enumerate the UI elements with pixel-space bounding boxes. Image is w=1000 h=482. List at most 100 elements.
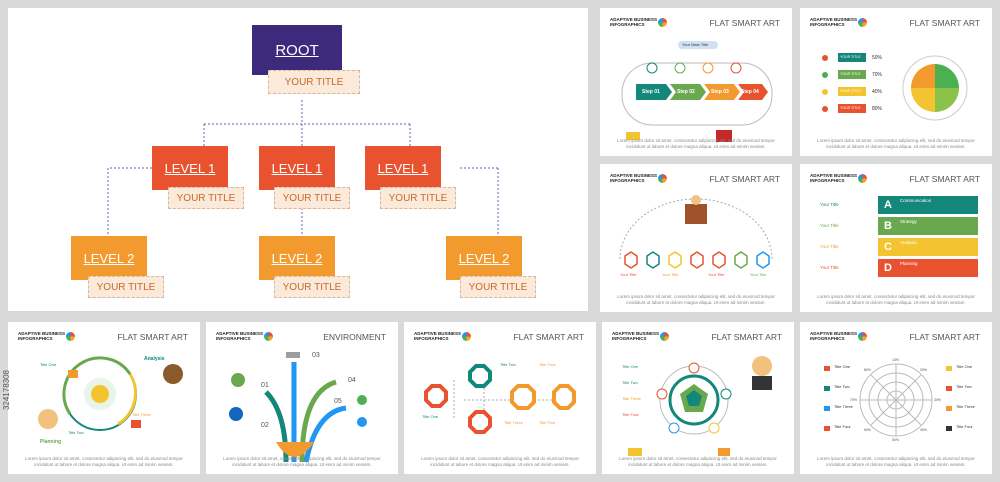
env-number: 01 [261, 382, 269, 389]
level2-title[interactable]: YOUR TITLE [274, 276, 350, 298]
slide-footer: Lorem ipsum dolor sit amet, consectetur … [25, 456, 183, 467]
slide-title: FLAT SMART ART [709, 174, 780, 184]
env-number: 04 [348, 377, 356, 384]
logo-line2: INFOGRAPHICS [810, 178, 845, 183]
item-title: YOUR TITLE [840, 106, 861, 110]
level1-node-2[interactable]: LEVEL 1 [259, 146, 335, 190]
level2-node-3[interactable]: LEVEL 2 [446, 236, 522, 280]
item-title: YOUR TITLE [840, 72, 861, 76]
letter: D [884, 262, 892, 274]
octagon-diagram [424, 364, 576, 434]
logo-icon [858, 174, 867, 183]
list-row-a [878, 196, 978, 214]
pentagon-label: Title Two [622, 380, 638, 385]
logo-line2: INFOGRAPHICS [216, 336, 251, 341]
pentagon-diagram [628, 356, 772, 456]
polar-label: Title Three [956, 404, 975, 409]
polar-percent: 20% [920, 368, 928, 372]
item-title: Your Title [820, 202, 839, 207]
level1-label: LEVEL 1 [164, 160, 216, 176]
slide-footer: Lorem ipsum dolor sit amet, consectetur … [817, 294, 975, 305]
slide-title: ENVIRONMENT [323, 332, 386, 342]
item-title: Your Title [820, 265, 839, 270]
env-number: 03 [312, 352, 320, 359]
polar-percent: 10% [892, 358, 900, 362]
level1-label: LEVEL 1 [271, 160, 323, 176]
level2-label: LEVEL 2 [271, 250, 323, 266]
level2-title[interactable]: YOUR TITLE [460, 276, 536, 298]
connector-lines [107, 100, 499, 238]
cycle-label: Title Two [68, 430, 84, 435]
slide-title: FLAT SMART ART [117, 332, 188, 342]
level2-node-2[interactable]: LEVEL 2 [259, 236, 335, 280]
polar-label: Title Two [834, 384, 850, 389]
logo-line2: INFOGRAPHICS [810, 22, 845, 27]
logo-line2: INFOGRAPHICS [610, 178, 645, 183]
step-label: Step 04 [741, 89, 759, 95]
level1-node-3[interactable]: LEVEL 1 [365, 146, 441, 190]
octagon-label: Title Four [539, 362, 556, 367]
logo-line2: INFOGRAPHICS [610, 22, 645, 27]
logo-icon [658, 174, 667, 183]
cycle-label: Title One [40, 362, 57, 367]
polar-label: Title Three [834, 404, 853, 409]
item-title: Your Title [820, 244, 839, 249]
polar-chart [824, 363, 952, 437]
logo-line2: INFOGRAPHICS [414, 336, 449, 341]
logo-line1: ADAPTIVE BUSINESS [810, 173, 858, 178]
root-title[interactable]: YOUR TITLE [268, 70, 360, 94]
radar-chart [822, 53, 968, 121]
logo-line2: INFOGRAPHICS [612, 336, 647, 341]
slide-footer: Lorem ipsum dolor sit amet, consectetur … [223, 456, 381, 467]
level1-node-1[interactable]: LEVEL 1 [152, 146, 228, 190]
env-number: 05 [334, 398, 342, 405]
logo-icon [66, 332, 75, 341]
root-node[interactable]: ROOT [252, 25, 342, 75]
cycle-diagram [38, 356, 183, 431]
logo-line1: ADAPTIVE BUSINESS [612, 331, 660, 336]
logo-line2: INFOGRAPHICS [18, 336, 53, 341]
step-label: Step 02 [677, 89, 695, 95]
list-item-label: Analysis [900, 240, 917, 245]
logo-line2: INFOGRAPHICS [810, 336, 845, 341]
polar-label: Title One [834, 364, 851, 369]
root-label: ROOT [275, 41, 319, 59]
level2-label: LEVEL 2 [83, 250, 135, 266]
item-title: Your Title [662, 272, 679, 277]
item-title: YOUR TITLE [840, 55, 861, 59]
pentagon-label: Title Three [622, 396, 641, 401]
level2-title[interactable]: YOUR TITLE [88, 276, 164, 298]
logo-icon [264, 332, 273, 341]
polar-percent: 60% [864, 428, 872, 432]
level2-node-1[interactable]: LEVEL 2 [71, 236, 147, 280]
slide-title: FLAT SMART ART [909, 18, 980, 28]
octagon-label: Title Three [504, 420, 523, 425]
level1-title[interactable]: YOUR TITLE [274, 187, 350, 209]
level1-title[interactable]: YOUR TITLE [168, 187, 244, 209]
list-row-c [878, 238, 978, 256]
main-title-pill: Your Main Title [682, 42, 709, 47]
slide-title: FLAT SMART ART [513, 332, 584, 342]
polar-percent: 80% [864, 368, 872, 372]
polar-label: Title Four [834, 424, 851, 429]
polar-label: Title One [956, 364, 973, 369]
level1-title[interactable]: YOUR TITLE [380, 187, 456, 209]
logo-icon [462, 332, 471, 341]
pentagon-label: Title One [622, 364, 639, 369]
